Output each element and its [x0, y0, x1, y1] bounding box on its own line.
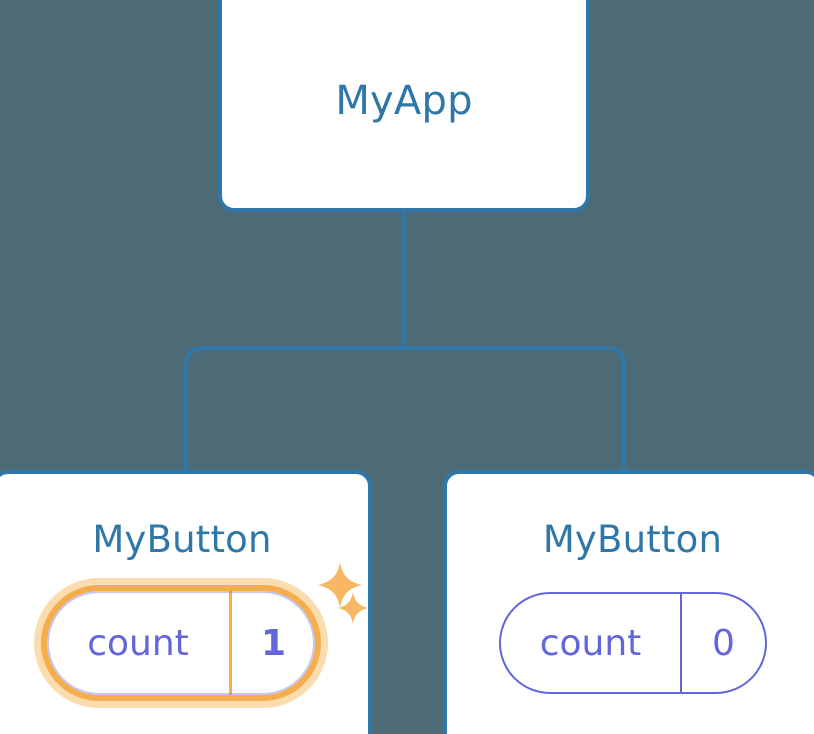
state-value-left: 1 — [260, 622, 287, 664]
node-mybutton-left[interactable]: MyButton count 1 — [0, 470, 372, 734]
state-badge-count-right[interactable]: count 0 — [499, 592, 767, 694]
state-badge-count-left[interactable]: count 1 — [41, 585, 321, 701]
node-myapp[interactable]: MyApp — [218, 0, 590, 212]
state-badge-highlighted-wrap: count 1 — [34, 578, 328, 708]
state-key-right: count — [501, 594, 682, 692]
node-mybutton-right-label: MyButton — [542, 518, 723, 561]
node-mybutton-right[interactable]: MyButton count 0 — [443, 470, 814, 734]
connector-split-bar — [184, 346, 626, 474]
state-key-left: count — [47, 591, 232, 695]
node-myapp-label: MyApp — [335, 78, 473, 124]
node-mybutton-left-label: MyButton — [92, 518, 272, 561]
state-value-right: 0 — [712, 622, 735, 664]
